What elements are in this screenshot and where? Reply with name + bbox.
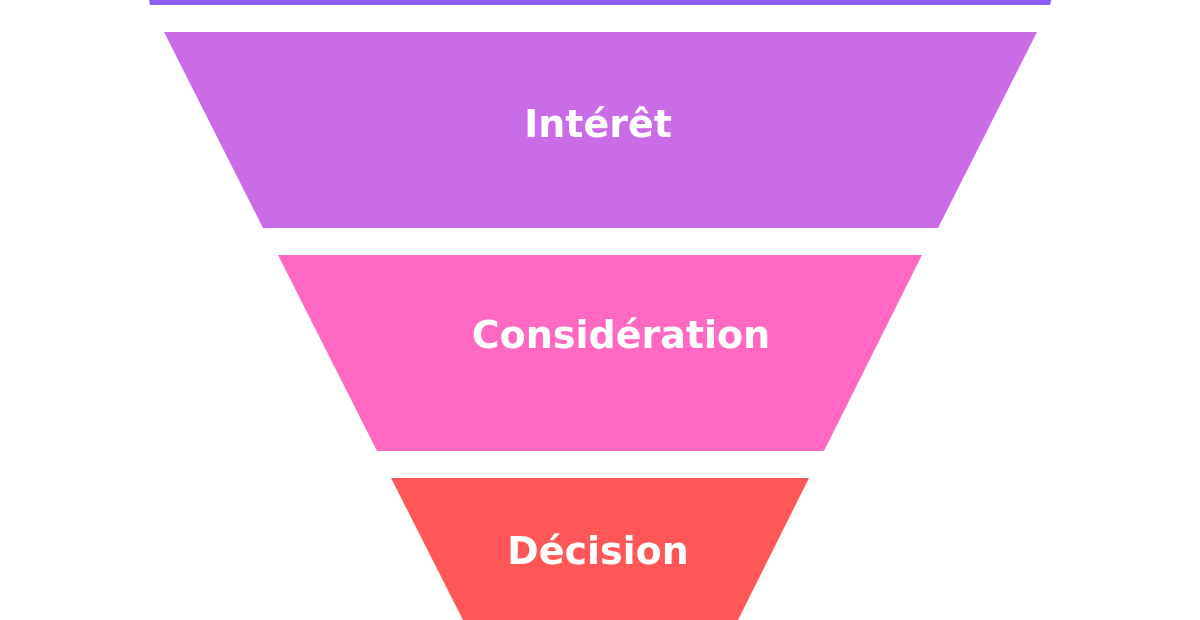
funnel-stage-4-shape bbox=[391, 478, 809, 620]
funnel-stage-3: Considération bbox=[278, 255, 922, 451]
funnel-stage-2: Intérêt bbox=[164, 32, 1037, 228]
funnel-stage-3-label: Considération bbox=[472, 313, 770, 357]
funnel-stage-4: Décision bbox=[391, 478, 809, 620]
funnel-stage-1 bbox=[149, 0, 1052, 5]
funnel-stage-2-shape bbox=[164, 32, 1037, 228]
funnel-stage-2-label: Intérêt bbox=[524, 102, 672, 146]
funnel-stage-1-shape bbox=[149, 0, 1052, 5]
funnel-stage-3-shape bbox=[278, 255, 922, 451]
funnel-stage-4-label: Décision bbox=[507, 529, 689, 573]
